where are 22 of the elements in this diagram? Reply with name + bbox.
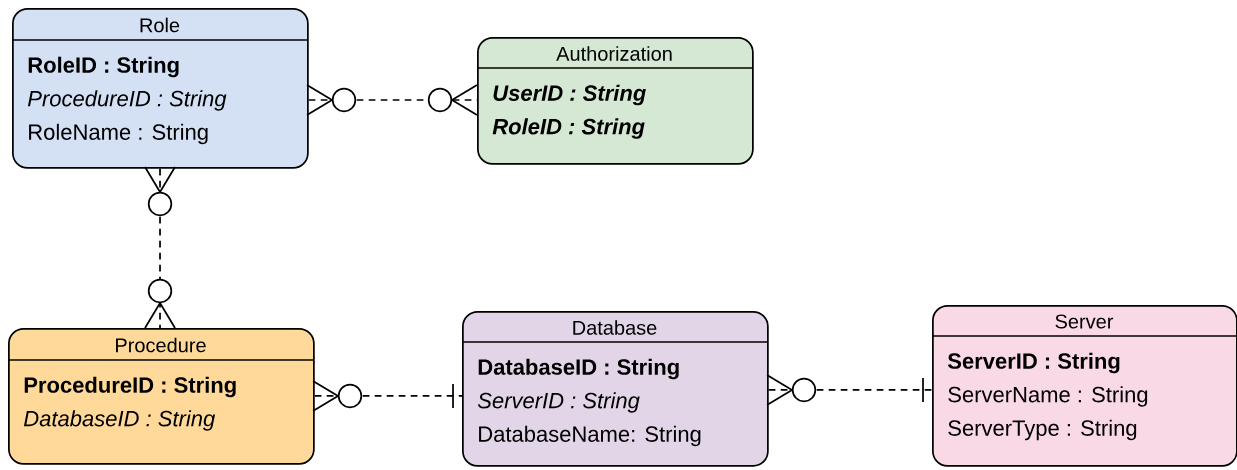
relationship-line [144,166,176,329]
relationship-line [766,374,933,406]
attribute-text: RoleID : String [492,118,645,139]
entity-title: Server [1055,314,1114,329]
attribute-text: ProcedureID : String [24,376,236,398]
relationship-line [306,84,478,116]
attribute-text: ServerName : String [948,386,1148,407]
attribute-text: ServerID : String [947,352,1120,374]
attribute-text: RoleID : String [28,56,179,78]
attribute-text: ServerType : String [948,419,1137,441]
entity-title: Authorization [556,46,672,61]
entity-title: Database [573,320,657,335]
attribute-text: DatabaseID : String [478,358,679,380]
attribute-text: DatabaseID : String [23,410,216,431]
attribute-text: UserID : String [493,84,646,106]
attribute-text: RoleName : String [29,123,208,145]
entity-title: Procedure [116,337,206,353]
entity-title: Role [140,17,180,33]
relationship-line [312,380,463,412]
attribute-text: DatabaseName: String [479,425,701,447]
attribute-text: ProcedureID : String [27,90,227,111]
attribute-text: ServerID : String [477,392,640,413]
